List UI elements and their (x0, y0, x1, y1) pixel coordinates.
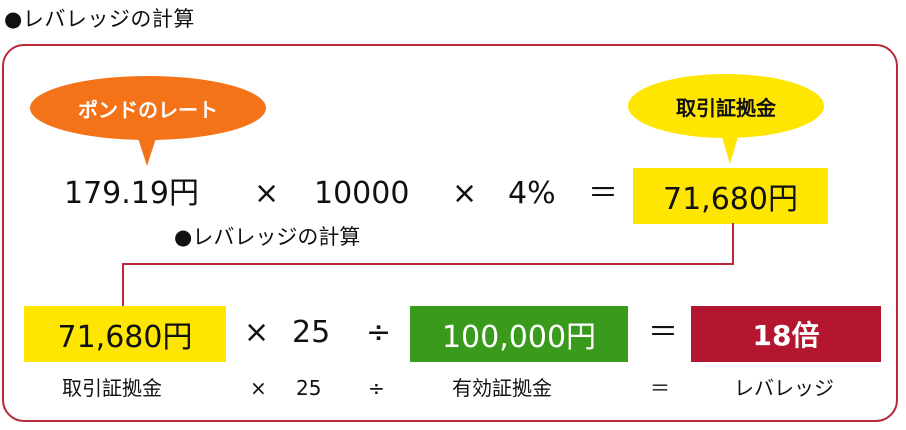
connector-line-right (732, 223, 734, 265)
pound-rate-bubble: ポンドのレート (30, 76, 266, 140)
label-margin: 取引証拠金 (62, 376, 162, 400)
connector-line-horizontal (122, 263, 734, 265)
label-equals-operator: ＝ (650, 376, 670, 400)
margin-value-box: 71,680円 (24, 306, 226, 362)
margin-bubble: 取引証拠金 (628, 74, 824, 138)
label-effective-margin: 有効証拠金 (452, 376, 552, 400)
connector-line-left (122, 263, 124, 307)
pound-rate-bubble-tail (136, 132, 158, 166)
margin-result-value: 71,680円 (663, 182, 798, 217)
label-leverage: レバレッジ (734, 376, 834, 400)
page-title: ●レバレッジの計算 (4, 7, 195, 31)
leverage-result-box: 18倍 (691, 306, 881, 362)
section-subtitle: ●レバレッジの計算 (174, 225, 361, 249)
equals-operator-2: ＝ (648, 315, 678, 350)
multiply-operator-3: × (244, 315, 270, 350)
margin-bubble-tail (720, 130, 740, 164)
margin-result-box: 71,680円 (633, 168, 828, 224)
margin-rate-value: 4% (508, 176, 556, 211)
multiply-operator-2: × (452, 176, 478, 211)
margin-value: 71,680円 (57, 320, 193, 355)
leverage-factor-value: 25 (292, 315, 331, 350)
effective-margin-box: 100,000円 (410, 306, 628, 362)
pound-rate-bubble-label: ポンドのレート (78, 97, 218, 122)
leverage-result-value: 18倍 (752, 319, 820, 352)
multiply-operator-1: × (254, 176, 280, 211)
currency-units-value: 10000 (314, 176, 410, 211)
label-leverage-factor: 25 (296, 376, 322, 400)
label-divide-operator: ÷ (368, 376, 385, 400)
margin-bubble-label: 取引証拠金 (676, 95, 776, 120)
pound-rate-value: 179.19円 (64, 176, 199, 211)
divide-operator: ÷ (366, 315, 392, 350)
equals-operator-1: ＝ (588, 176, 618, 211)
effective-margin-value: 100,000円 (441, 320, 597, 355)
content-frame (2, 44, 898, 422)
label-multiply-operator: × (250, 376, 267, 400)
